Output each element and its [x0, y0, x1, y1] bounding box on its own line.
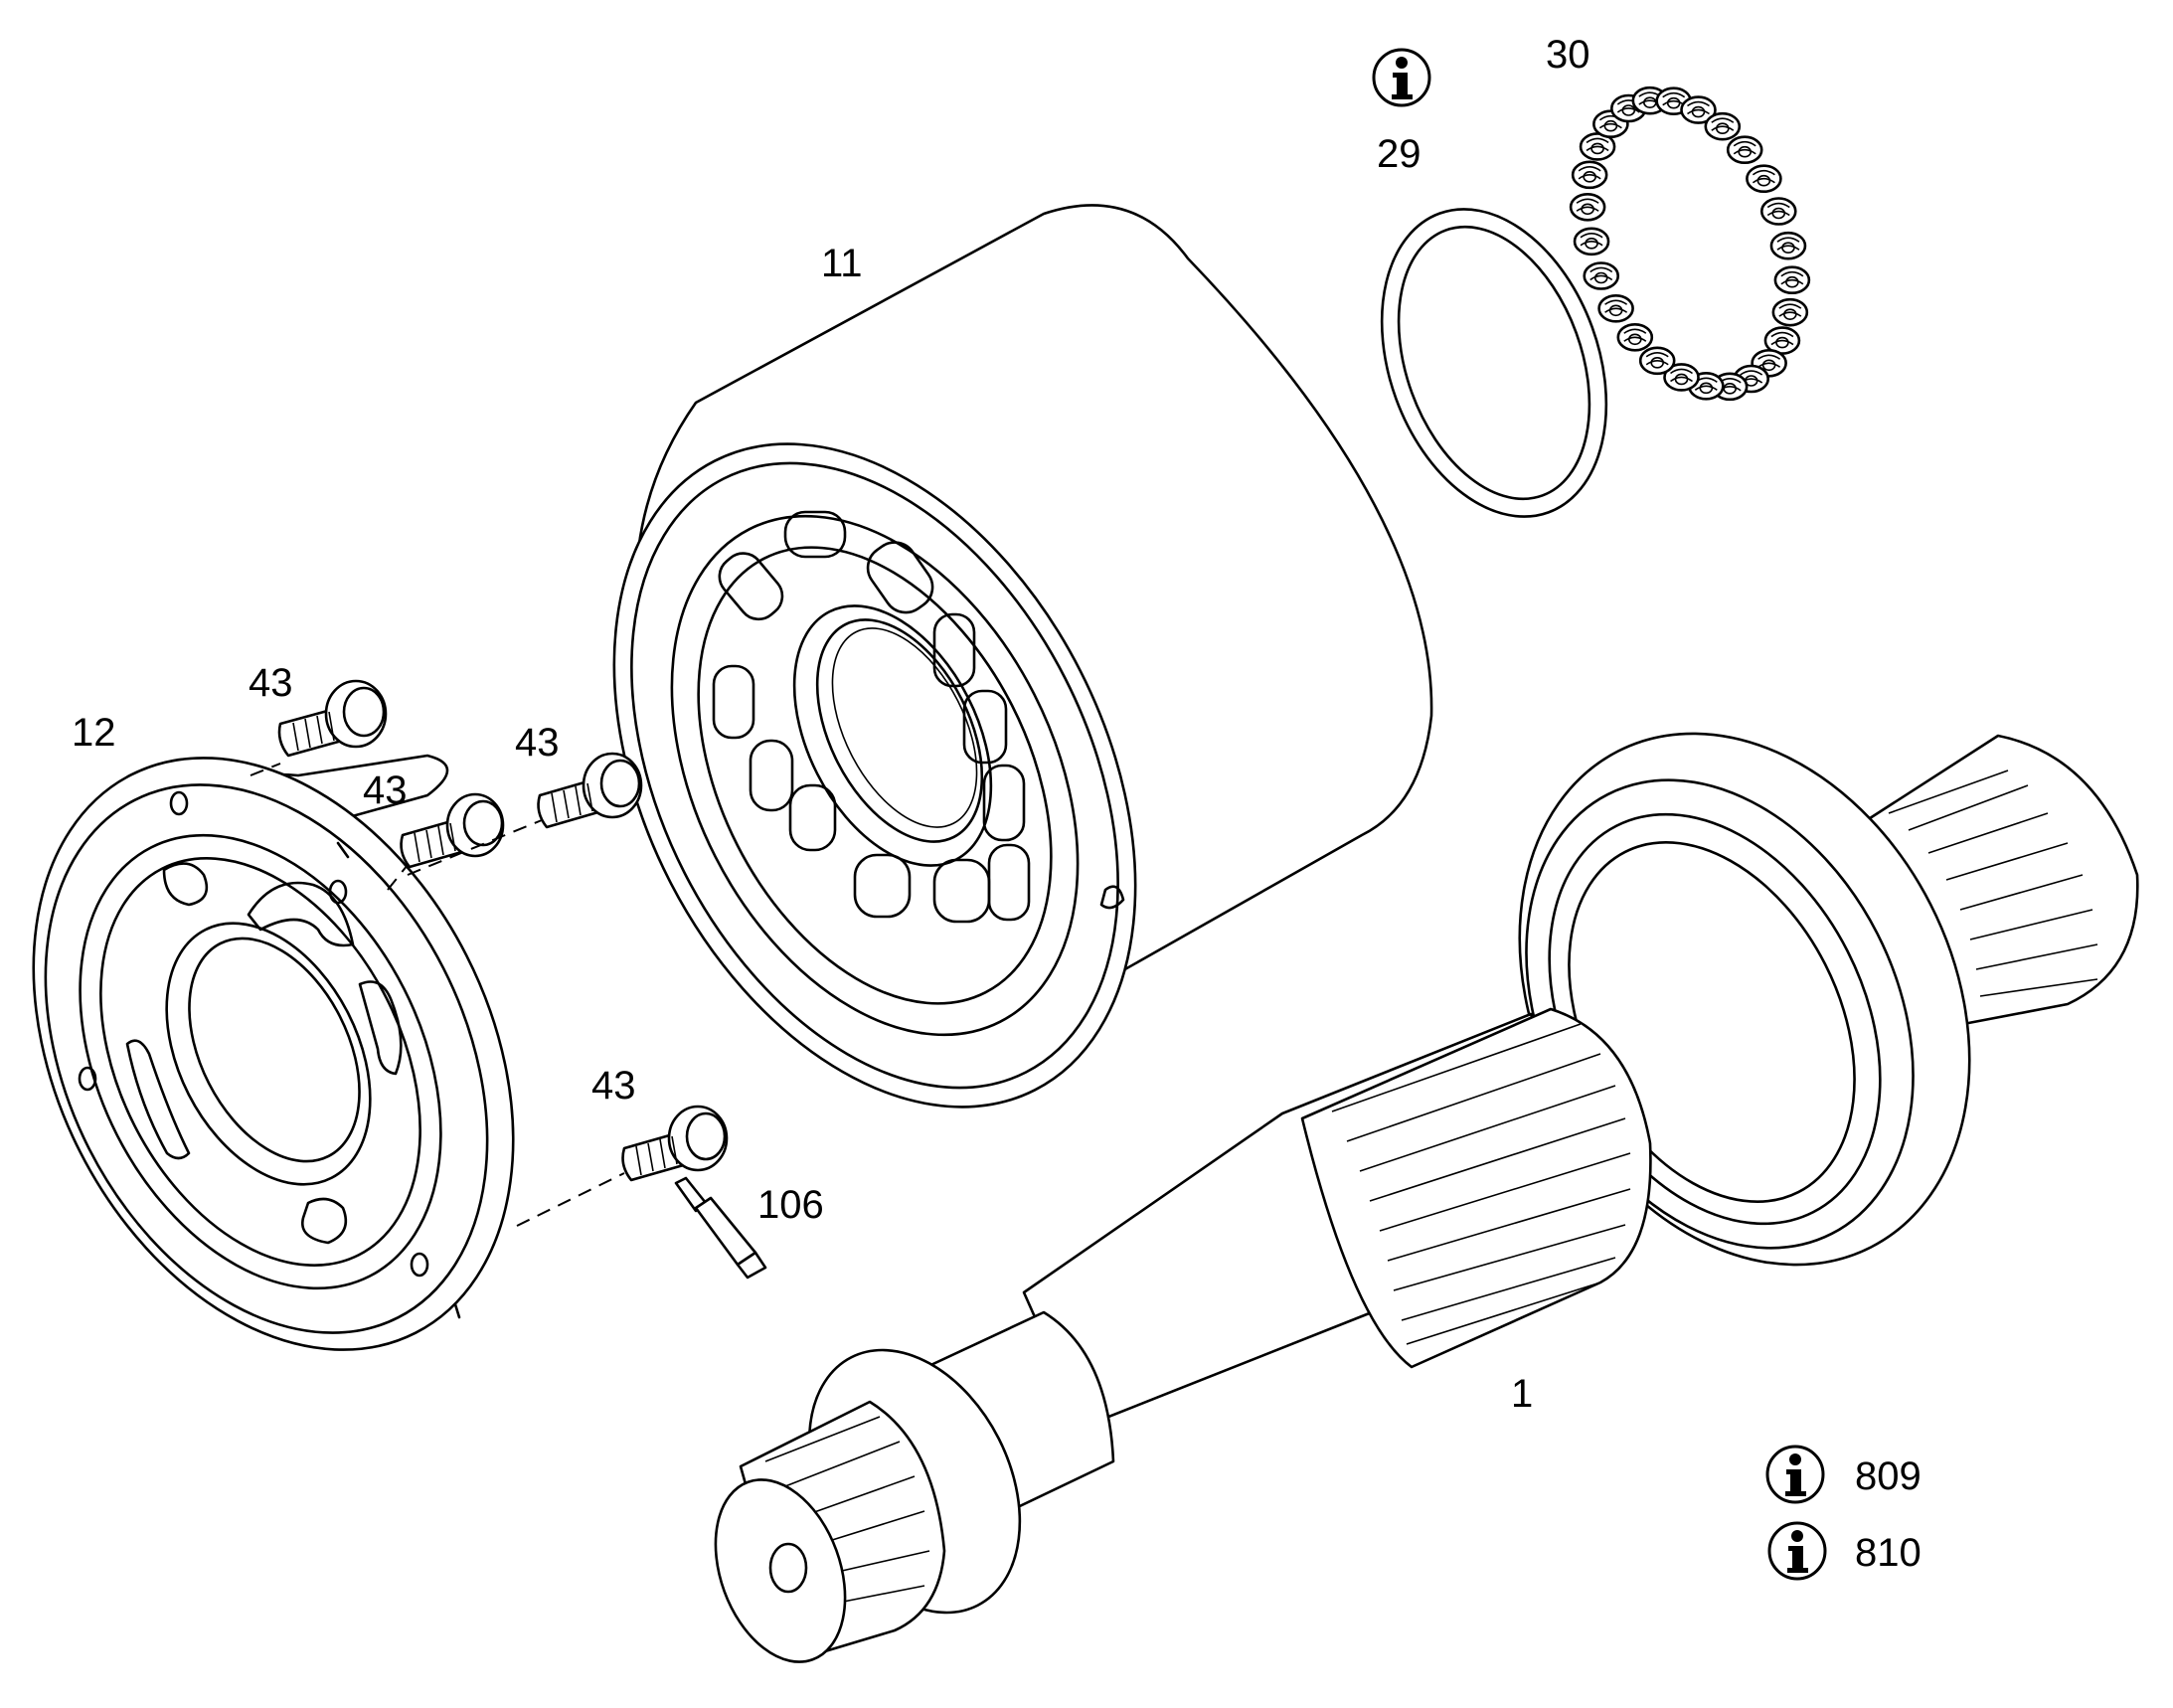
spring-coil: [1638, 346, 1676, 376]
callout-43-middle: 43: [363, 769, 408, 812]
spring-coil: [1680, 95, 1717, 124]
part-30-spring-set: [1569, 85, 1811, 402]
part-29-ring: [1380, 208, 1608, 518]
alignment-lines: [250, 763, 625, 1227]
spring-coil: [1769, 231, 1807, 260]
spring-coil: [1663, 363, 1700, 392]
spring-coil: [1746, 164, 1782, 194]
info-icon: [1767, 1521, 1827, 1581]
spring-coil: [1616, 322, 1654, 352]
spring-coil: [1583, 261, 1620, 290]
info-icon: [1765, 1445, 1825, 1504]
spring-coil: [1759, 197, 1797, 226]
bolt-43-middle: [400, 792, 505, 869]
spring-coil: [1773, 265, 1811, 295]
spring-coil: [1573, 227, 1610, 256]
note-809: 809: [1855, 1454, 1922, 1498]
callout-1: 1: [1511, 1372, 1533, 1416]
spring-coil: [1704, 111, 1742, 141]
part-11-cylinder-block: [612, 204, 1433, 1109]
spring-coil: [1771, 297, 1809, 327]
bolt-43-top: [277, 679, 388, 758]
callout-12: 12: [72, 711, 116, 755]
spring-coil: [1726, 135, 1763, 165]
spring-coil: [1569, 192, 1606, 222]
callout-11: 11: [821, 242, 863, 285]
callout-30: 30: [1546, 33, 1590, 77]
note-810: 810: [1855, 1531, 1922, 1575]
bolt-43-right: [537, 752, 643, 829]
spring-coil: [1571, 160, 1608, 190]
spring-coil: [1597, 293, 1634, 323]
callout-43-right: 43: [515, 721, 560, 765]
callout-43-lower: 43: [591, 1064, 636, 1108]
part-12-port-plate: [32, 754, 515, 1351]
callout-43-top: 43: [249, 661, 293, 705]
info-icon: [1372, 48, 1431, 107]
part-106-sealant-tube: [674, 1176, 767, 1280]
callout-29: 29: [1377, 132, 1421, 176]
bolt-43-lower: [621, 1105, 729, 1182]
cylinder-ports: [712, 510, 1031, 924]
part-1-drive-shaft: [714, 732, 2139, 1663]
callout-106: 106: [757, 1183, 824, 1227]
